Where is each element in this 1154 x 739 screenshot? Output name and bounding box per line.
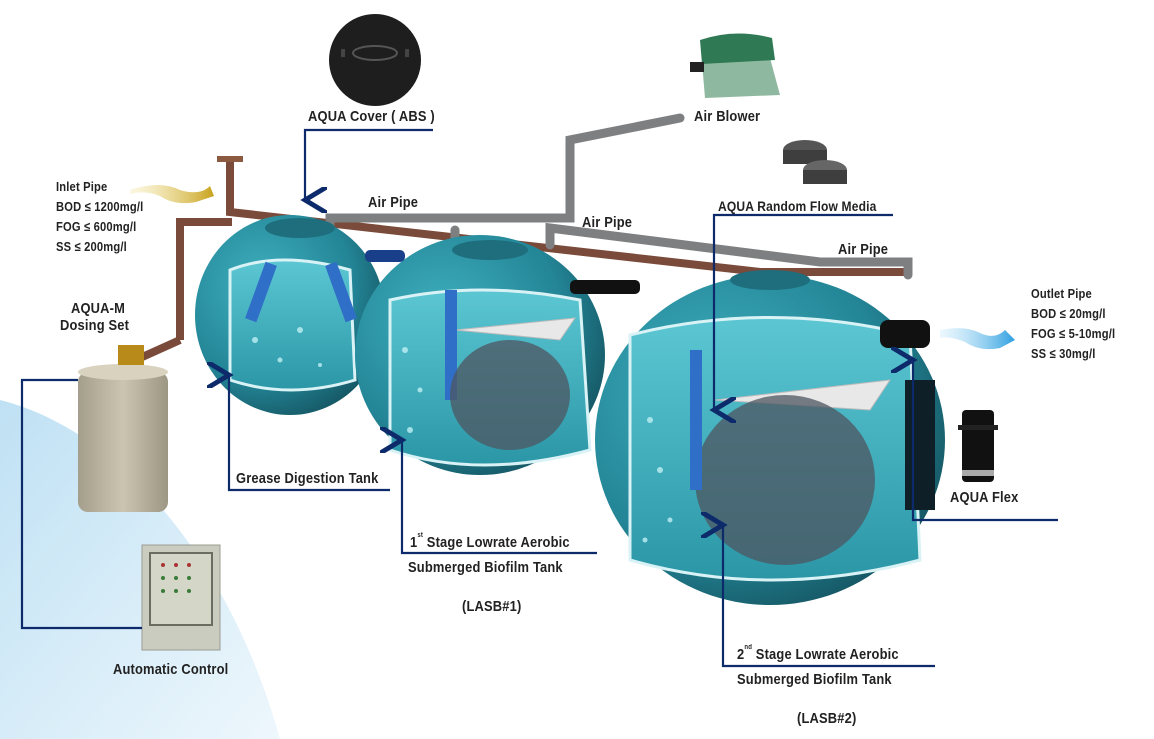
inlet-fog: FOG ≤ 600mg/l [56,219,137,234]
inlet-ss: SS ≤ 200mg/l [56,239,127,254]
lasb1-code: (LASB#1) [462,598,522,615]
inlet-spec-block: Inlet Pipe BOD ≤ 1200mg/l FOG ≤ 600mg/l … [56,177,143,257]
flex-coupling-icon [958,410,998,482]
media-label: AQUA Random Flow Media [718,198,877,214]
outlet-ss: SS ≤ 30mg/l [1031,346,1096,361]
air-pipe-label-1: Air Pipe [368,194,419,211]
blower-label: Air Blower [694,108,761,125]
control-label: Automatic Control [113,661,229,678]
outlet-fog: FOG ≤ 5-10mg/l [1031,326,1116,341]
flex-label: AQUA Flex [950,489,1019,506]
dosing-label-line1: AQUA-M [70,300,126,317]
dosing-label: AQUA-M Dosing Set [60,300,129,334]
grease-tank-label: Grease Digestion Tank [236,470,379,487]
outlet-bod: BOD ≤ 20mg/l [1031,306,1106,321]
leader-lines [20,128,1058,668]
lasb2-code: (LASB#2) [797,710,857,727]
outlet-title: Outlet Pipe [1031,286,1092,301]
lasb1-tank [355,235,640,475]
flow-media-icon [783,140,847,184]
lasb1-label-line2: Submerged Biofilm Tank [408,559,563,576]
inlet-flow-arrow [130,185,214,204]
lasb2-label-line1: 2nd Stage Lowrate Aerobic [737,644,899,663]
inlet-title: Inlet Pipe [56,179,108,194]
dosing-tank-icon [78,345,168,512]
dosing-label-line2: Dosing Set [60,317,130,334]
control-cabinet-icon [141,544,221,651]
manhole-cover-icon [329,14,421,106]
inlet-bod: BOD ≤ 1200mg/l [56,199,144,214]
air-bubbles [252,327,673,543]
cover-label: AQUA Cover ( ABS ) [308,108,435,125]
air-pipe-label-2: Air Pipe [582,214,633,231]
outlet-flow-arrow [940,328,1015,350]
grease-digestion-tank [195,215,385,415]
outlet-spec-block: Outlet Pipe BOD ≤ 20mg/l FOG ≤ 5-10mg/l … [1031,284,1115,364]
lasb2-label-line2: Submerged Biofilm Tank [737,671,892,688]
air-blower-icon [690,33,780,98]
air-pipe-label-3: Air Pipe [838,241,889,258]
lasb1-label-line1: 1st Stage Lowrate Aerobic [410,532,570,551]
lasb2-tank [595,270,945,605]
